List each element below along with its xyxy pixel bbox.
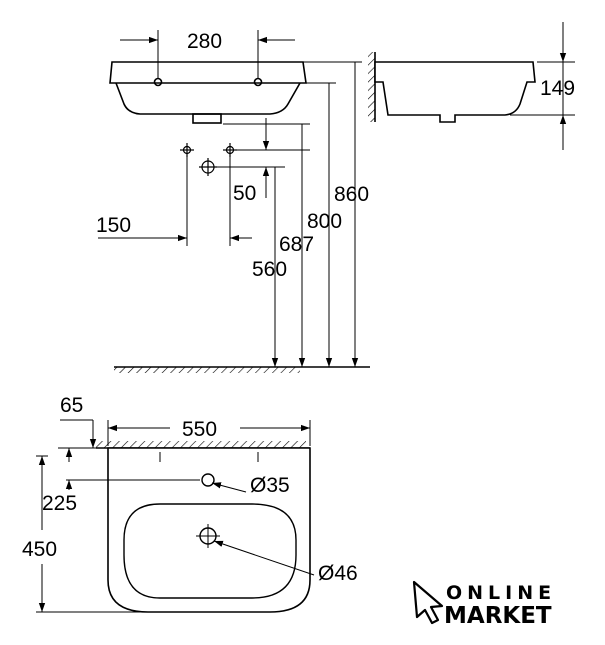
cursor-arrow-icon [412,580,444,625]
basin-front-rim [109,61,307,84]
dim-687-label: 687 [279,233,314,256]
plan-wall-hatch [96,441,306,448]
tap-hole-left [153,77,163,87]
dimension-280 [120,30,295,78]
dimension-149 [510,22,575,150]
dim-225-label: 225 [42,492,77,515]
dim-150-label: 150 [96,214,131,237]
side-elevation [368,52,536,123]
dim-65-label: 65 [60,394,83,417]
drain-stub [192,113,222,124]
dim-diameter-46-label: Ø46 [318,562,358,585]
dim-860-label: 860 [334,183,369,206]
front-elevation [109,61,307,124]
dimension-550 [107,420,311,446]
fixing-points [180,143,237,176]
wall-hatch [368,52,375,122]
tap-hole-right [253,77,263,87]
leader-35 [211,482,247,493]
dim-450-label: 450 [22,538,57,561]
plan-tap-hole [201,473,215,487]
dim-diameter-35-label: Ø35 [250,474,290,497]
basin-plan-bowl [123,503,297,599]
dim-50-label: 50 [233,182,256,205]
dim-280-label: 280 [187,30,222,53]
leader-46 [213,540,315,576]
logo-line1: ONLINE [446,582,556,604]
online-market-logo: ONLINE MARKET [412,580,556,629]
logo-line2: MARKET [444,603,552,629]
dimension-150 [98,157,252,246]
dim-800-label: 800 [307,210,342,233]
floor-line [114,366,370,373]
dim-149-label: 149 [540,77,575,100]
height-dimensions [223,61,362,367]
dim-550-label: 550 [182,418,217,441]
basin-front-bowl [115,82,301,115]
plan-view [96,441,311,613]
dimension-225 [58,447,200,490]
dim-560-label: 560 [252,258,287,281]
basin-side-profile [374,61,536,123]
dimension-65 [60,419,97,448]
dimension-450 [36,455,150,613]
